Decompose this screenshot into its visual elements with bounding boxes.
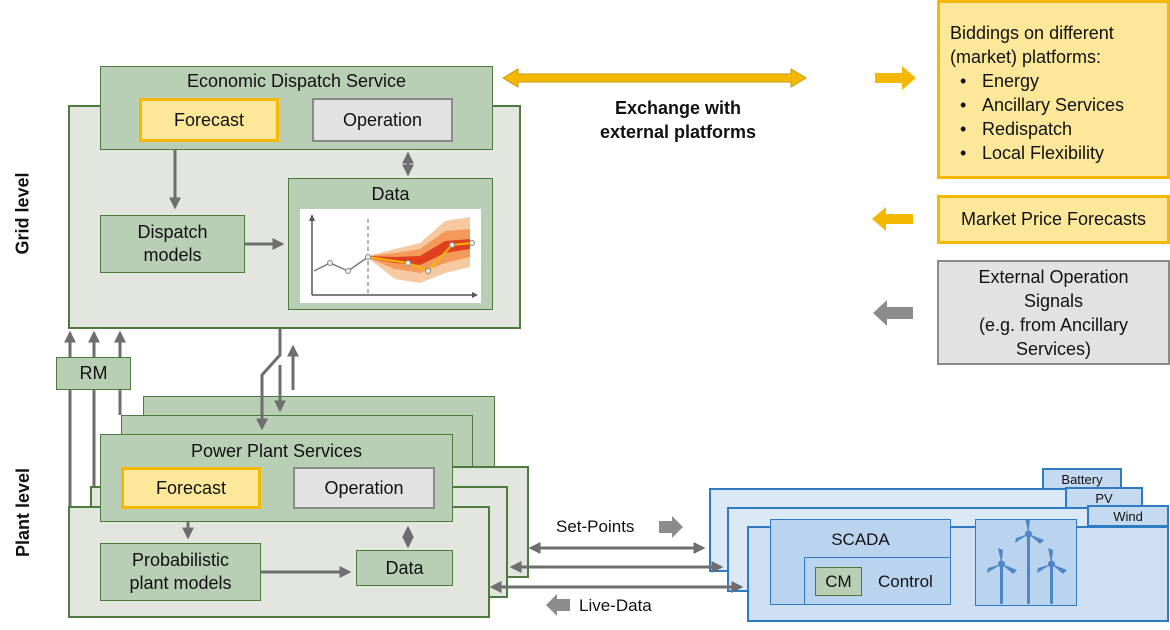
external-signals-line2: Signals — [1023, 290, 1084, 311]
exchange-label: Exchange with external platforms — [578, 96, 778, 144]
exchange-label-line2: external platforms — [599, 122, 757, 142]
grid-data-box[interactable]: Data — [288, 178, 493, 310]
plant-forecast-box[interactable]: Forecast — [121, 467, 261, 509]
set-points-label: Set-Points — [556, 517, 635, 536]
live-data-label: Live-Data — [579, 596, 652, 615]
external-operation-signals-box[interactable]: External Operation Signals (e.g. from An… — [937, 260, 1170, 365]
external-signals-line1: External Operation — [978, 266, 1129, 287]
scada-label: SCADA — [831, 530, 890, 549]
external-signals-line4: Services) — [1015, 338, 1091, 359]
market-price-forecasts-box[interactable]: Market Price Forecasts — [937, 195, 1170, 244]
bidding-redispatch: Redispatch — [950, 117, 1167, 141]
plant-data-box[interactable]: Data — [356, 550, 453, 586]
external-signals-line3: (e.g. from Ancillary — [978, 314, 1129, 335]
tab-wind[interactable]: Wind — [1087, 505, 1169, 527]
control-label: Control — [878, 572, 933, 591]
dispatch-models-box[interactable]: Dispatch models — [100, 215, 245, 273]
exchange-label-line1: Exchange with — [614, 98, 742, 118]
grid-forecast-box[interactable]: Forecast — [139, 98, 279, 142]
biddings-box[interactable]: Biddings on different (market) platforms… — [937, 0, 1170, 179]
economic-dispatch-title: Economic Dispatch Service — [186, 71, 407, 91]
wind-turbines-box — [975, 519, 1077, 606]
grid-data-label: Data — [371, 184, 410, 204]
biddings-list: Energy Ancillary Services Redispatch Loc… — [950, 69, 1167, 165]
biddings-title-line2: (market) platforms: — [950, 47, 1102, 67]
probabilistic-models-label: Probabilistic plant models — [129, 550, 232, 593]
power-plant-title: Power Plant Services — [190, 441, 363, 461]
cm-box[interactable]: CM — [815, 567, 862, 596]
forecast-chart-thumbnail — [300, 209, 481, 303]
grid-level-label: Grid level — [12, 172, 33, 255]
wind-turbine-icon — [987, 520, 1067, 604]
grid-operation-box[interactable]: Operation — [312, 98, 453, 142]
rm-box[interactable]: RM — [56, 357, 131, 390]
plant-level-label: Plant level — [13, 467, 33, 557]
biddings-title-line1: Biddings on different — [950, 23, 1114, 43]
bidding-ancillary-services: Ancillary Services — [950, 93, 1167, 117]
forecast-chart-icon — [309, 214, 478, 298]
plant-operation-box[interactable]: Operation — [293, 467, 435, 509]
dispatch-models-label: Dispatch models — [137, 222, 208, 265]
probabilistic-models-box[interactable]: Probabilistic plant models — [100, 543, 261, 601]
bidding-energy: Energy — [950, 69, 1167, 93]
bidding-local-flexibility: Local Flexibility — [950, 141, 1167, 165]
